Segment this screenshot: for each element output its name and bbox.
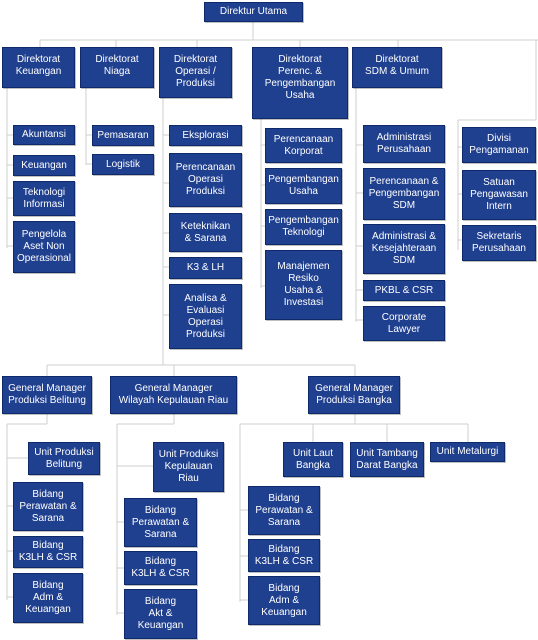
- unit-tambang-darat-bangka: Unit Tambang Darat Bangka: [350, 442, 424, 477]
- unit-keteknikan-sarana: Keteknikan & Sarana: [169, 213, 242, 252]
- unit-administrasi-perusahaan: Administrasi Perusahaan: [363, 125, 445, 163]
- unit-pengelola-aset: Pengelola Aset Non Operasional: [13, 221, 75, 273]
- unit-satuan-pengawasan-intern: Satuan Pengawasan Intern: [462, 170, 536, 220]
- unit-produksi-kepulauan-riau: Unit Produksi Kepulauan Riau: [153, 442, 224, 492]
- unit-k3-lh: K3 & LH: [169, 257, 242, 279]
- unit-pengembangan-teknologi: Pengembangan Teknologi: [265, 209, 342, 245]
- unit-perencanaan-korporat: Perencanaan Korporat: [265, 128, 342, 163]
- bangka-bidang-adm: Bidang Adm & Keuangan: [248, 576, 320, 625]
- unit-analisa-evaluasi: Analisa & Evaluasi Operasi Produksi: [169, 284, 242, 349]
- unit-logistik: Logistik: [92, 154, 154, 175]
- unit-laut-bangka: Unit Laut Bangka: [283, 442, 343, 477]
- unit-pemasaran: Pemasaran: [92, 125, 154, 146]
- belitung-bidang-adm: Bidang Adm & Keuangan: [13, 573, 83, 623]
- kepri-bidang-akt: Bidang Akt & Keuangan: [124, 589, 197, 639]
- unit-manajemen-resiko: Manajemen Resiko Usaha & Investasi: [265, 250, 342, 320]
- gm-produksi-belitung: General Manager Produksi Belitung: [2, 376, 92, 414]
- unit-pkbl-csr: PKBL & CSR: [363, 280, 445, 301]
- direktorat-keuangan-box: Direktorat Keuangan: [2, 47, 75, 88]
- unit-teknologi-informasi: Teknologi Informasi: [13, 181, 75, 216]
- kepri-bidang-perawatan: Bidang Perawatan & Sarana: [124, 498, 197, 547]
- direktorat-niaga-box: Direktorat Niaga: [80, 47, 154, 88]
- direktur-utama-box: Direktur Utama: [204, 2, 303, 22]
- unit-eksplorasi: Eksplorasi: [169, 125, 242, 146]
- bangka-bidang-perawatan: Bidang Perawatan & Sarana: [248, 486, 320, 535]
- unit-metalurgi: Unit Metalurgi: [430, 442, 505, 462]
- unit-perencanaan-operasi: Perencanaan Operasi Produksi: [169, 153, 242, 207]
- gm-wilayah-kepulauan-riau: General Manager Wilayah Kepulauan Riau: [110, 376, 237, 414]
- belitung-bidang-k3lh: Bidang K3LH & CSR: [13, 536, 83, 568]
- unit-keuangan: Keuangan: [13, 155, 75, 176]
- unit-sekretaris-perusahaan: Sekretaris Perusahaan: [462, 225, 536, 261]
- belitung-bidang-perawatan: Bidang Perawatan & Sarana: [13, 482, 83, 531]
- direktorat-sdm-box: Direktorat SDM & Umum: [352, 47, 442, 88]
- unit-administrasi-kesejahteraan-sdm: Administrasi & Kesejahteraan SDM: [363, 224, 445, 274]
- unit-divisi-pengamanan: Divisi Pengamanan: [462, 127, 536, 163]
- direktorat-operasi-box: Direktorat Operasi / Produksi: [159, 47, 232, 98]
- unit-perencanaan-pengembangan-sdm: Perencanaan & Pengembangan SDM: [363, 168, 445, 220]
- unit-pengembangan-usaha: Pengembangan Usaha: [265, 168, 342, 204]
- unit-corporate-lawyer: Corporate Lawyer: [363, 306, 445, 341]
- bangka-bidang-k3lh: Bidang K3LH & CSR: [248, 539, 320, 572]
- unit-akuntansi: Akuntansi: [13, 125, 75, 145]
- gm-produksi-bangka: General Manager Produksi Bangka: [308, 376, 400, 414]
- unit-produksi-belitung: Unit Produksi Belitung: [28, 442, 100, 475]
- direktorat-perencanaan-box: Direktorat Perenc. & Pengembangan Usaha: [252, 47, 348, 119]
- kepri-bidang-k3lh: Bidang K3LH & CSR: [124, 551, 197, 585]
